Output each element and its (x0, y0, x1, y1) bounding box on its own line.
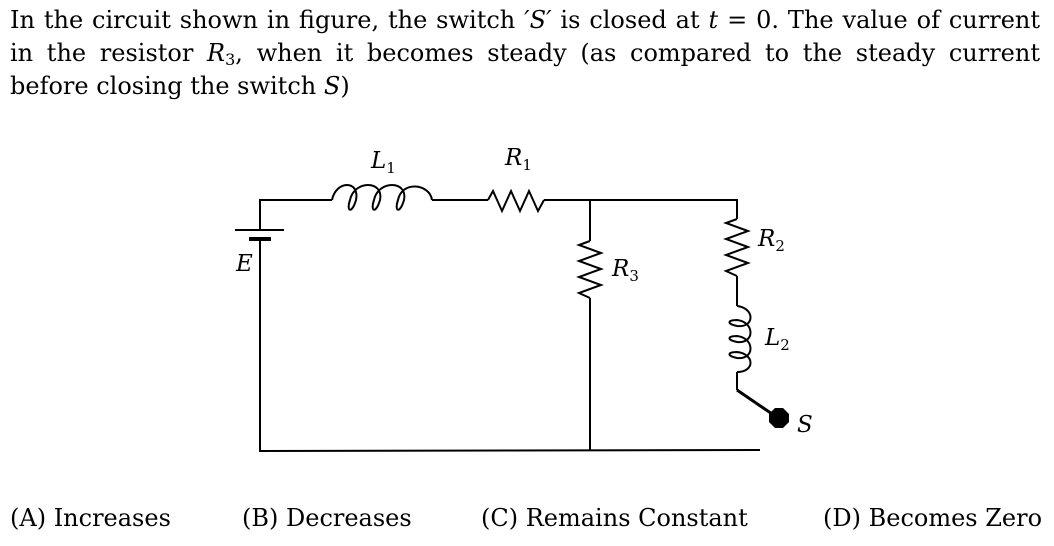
option-d[interactable]: (D) Becomes Zero (823, 504, 1043, 532)
resistor-r1 (487, 188, 545, 214)
time-equals: = 0. (718, 6, 780, 34)
question-part-5: ) (340, 72, 350, 100)
label-l1: L1 (370, 148, 396, 177)
left-wire-top (259, 199, 332, 229)
label-s: S (797, 412, 813, 438)
option-c[interactable]: (C) Remains Constant (481, 504, 748, 532)
label-r1: R1 (504, 145, 532, 174)
resistor-symbol: R (207, 39, 226, 67)
question-part-4: , when it becomes steady (as compared to… (10, 39, 1040, 100)
question-part-3: The value of current in the resistor (10, 6, 1041, 67)
top-wire-right (544, 199, 738, 219)
time-variable: t (708, 6, 719, 34)
inductor-l2 (728, 305, 752, 373)
question-part-2: is closed at (551, 6, 709, 34)
left-wire-bottom (259, 239, 761, 453)
inductor-l1 (331, 184, 433, 211)
switch-symbol: S (323, 72, 341, 100)
switch-contact (769, 408, 789, 428)
resistor-r3 (576, 240, 604, 299)
label-r2: R2 (757, 226, 785, 255)
label-r3: R3 (611, 256, 639, 285)
resistor-r2 (723, 218, 751, 277)
option-a[interactable]: (A) Increases (10, 504, 171, 532)
question-text: In the circuit shown in figure, the swit… (10, 4, 1040, 103)
label-l2: L2 (764, 325, 790, 354)
question-part-1: In the circuit shown in figure, the swit… (10, 6, 525, 34)
option-b[interactable]: (B) Decreases (242, 504, 412, 532)
switch-symbol-quoted: ′S′ (524, 6, 552, 34)
label-e: E (235, 251, 253, 277)
resistor-subscript: 3 (225, 50, 236, 69)
